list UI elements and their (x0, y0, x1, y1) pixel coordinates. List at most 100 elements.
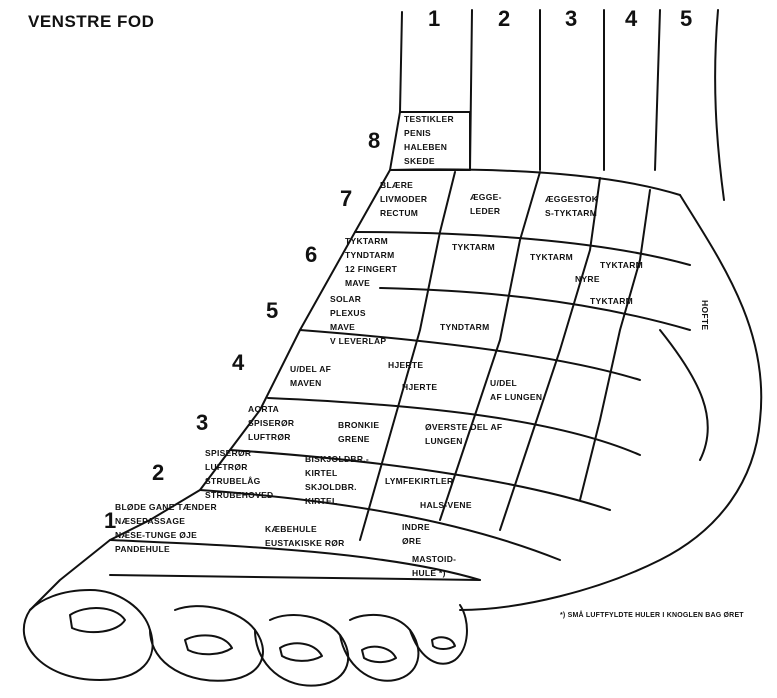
zone-text: AORTA (248, 402, 294, 416)
toe-3-nail (280, 643, 322, 661)
zone-text: GRENE (338, 432, 379, 446)
zone-4-col3-label: U/DELAF LUNGEN (490, 376, 542, 404)
zone-text: TYKTARM (452, 240, 495, 254)
big-toe-nail (70, 608, 125, 632)
row-number-2: 2 (152, 460, 164, 486)
zone-text: HULE *) (412, 566, 456, 580)
zone-text: PENIS (404, 126, 454, 140)
zone-7-col2-label: ÆGGE-LEDER (470, 190, 502, 218)
zone-text: HJERTE (402, 380, 437, 394)
column-number-4: 4 (625, 6, 637, 32)
zone-text: LEDER (470, 204, 502, 218)
zone-text: HOFTE (698, 300, 712, 330)
zone-text: MAVEN (290, 376, 331, 390)
zone-1-col4-label: MASTOID-HULE *) (412, 552, 456, 580)
zone-text: TYNDTARM (440, 320, 489, 334)
zone-text: BLØDE GANE TÆNDER (115, 500, 217, 514)
zone-text: TYKTARM (530, 250, 573, 264)
zone-text: TYNDTARM (345, 248, 397, 262)
column-number-3: 3 (565, 6, 577, 32)
leg-line (400, 12, 402, 112)
row-number-4: 4 (232, 350, 244, 376)
leg-right-edge (715, 10, 724, 200)
toe-3 (255, 615, 348, 686)
footnote: *) SMÅ LUFTFYLDTE HULER I KNOGLEN BAG ØR… (560, 612, 744, 619)
zone-4-col2b-label: HJERTE (402, 380, 437, 394)
zone-3-col1-label: AORTASPISERØRLUFTRØR (248, 402, 294, 444)
zone-text: MAVE (330, 320, 386, 334)
zone-text: SPISERØR (248, 416, 294, 430)
zone-text: MASTOID- (412, 552, 456, 566)
zone-hofte-label: HOFTE (698, 300, 712, 330)
zone-text: SPISERØR (205, 446, 273, 460)
toe-2 (150, 606, 263, 681)
zone-text: LIVMODER (380, 192, 427, 206)
zone-3-col2-label: BRONKIEGRENE (338, 418, 379, 446)
zone-text: V LEVERLAP (330, 334, 386, 348)
zone-text: HALS-VENE (420, 498, 472, 512)
column-divider-4-5 (655, 10, 660, 170)
column-number-5: 5 (680, 6, 692, 32)
zone-text: BISKJOLDBR.- (305, 452, 369, 466)
zone-text: RECTUM (380, 206, 427, 220)
big-toe (24, 590, 153, 680)
zone-text: SKJOLDBR. (305, 480, 369, 494)
zone-6-col3-label: TYKTARM (530, 250, 573, 264)
zone-2-col4-label: HALS-VENE (420, 498, 472, 512)
zone-text: 12 FINGERT (345, 262, 397, 276)
zone-5-col4-label: TYKTARM (590, 294, 633, 308)
diagram-title: VENSTRE FOD (28, 12, 154, 32)
row-number-7: 7 (340, 186, 352, 212)
zone-text: S-TYKTARM (545, 206, 598, 220)
row-number-8: 8 (368, 128, 380, 154)
zone-text: PLEXUS (330, 306, 386, 320)
zone-text: INDRE (402, 520, 430, 534)
zone-text: TYKTARM (600, 258, 643, 272)
zone-text: ØRE (402, 534, 430, 548)
zone-text: ÆGGE- (470, 190, 502, 204)
zone-text: LUFTRØR (248, 430, 294, 444)
zone-text: U/DEL (490, 376, 542, 390)
zone-text: TYKTARM (590, 294, 633, 308)
zone-text: STRUBELÅG (205, 474, 273, 488)
zone-text: KIRTEL (305, 466, 369, 480)
zone-text: U/DEL AF (290, 362, 331, 376)
zone-text: TYKTARM (345, 234, 397, 248)
zone-text: SOLAR (330, 292, 386, 306)
zone-text: TESTIKLER (404, 112, 454, 126)
zone-text: LUFTRØR (205, 460, 273, 474)
ankle-curve (660, 330, 708, 460)
zone-text: BRONKIE (338, 418, 379, 432)
zone-nyre-label: NYRE (575, 272, 600, 286)
column-number-1: 1 (428, 6, 440, 32)
zone-2-col3-label: LYMFEKIRTLER (385, 474, 453, 488)
toe-4-nail (362, 647, 396, 662)
zone-text: ØVERSTE DEL AF (425, 420, 502, 434)
zone-text: AF LUNGEN (490, 390, 542, 404)
zone-text: LYMFEKIRTLER (385, 474, 453, 488)
zone-text: HJERTE (388, 358, 423, 372)
zone-text: LUNGEN (425, 434, 502, 448)
toe-2-nail (185, 635, 232, 654)
zone-text: BLÆRE (380, 178, 427, 192)
zone-text: NYRE (575, 272, 600, 286)
zone-1-col2-label: KÆBEHULEEUSTAKISKE RØR (265, 522, 345, 550)
row-number-3: 3 (196, 410, 208, 436)
zone-divider-d (580, 190, 650, 500)
toe-5-nail (432, 637, 455, 649)
zone-text: SKEDE (404, 154, 454, 168)
zone-text: KÆBEHULE (265, 522, 345, 536)
zone-text: ÆGGESTOK (545, 192, 598, 206)
zone-6-col4-label: TYKTARM (600, 258, 643, 272)
zone-text: NÆSE-TUNGE ØJE (115, 528, 217, 542)
